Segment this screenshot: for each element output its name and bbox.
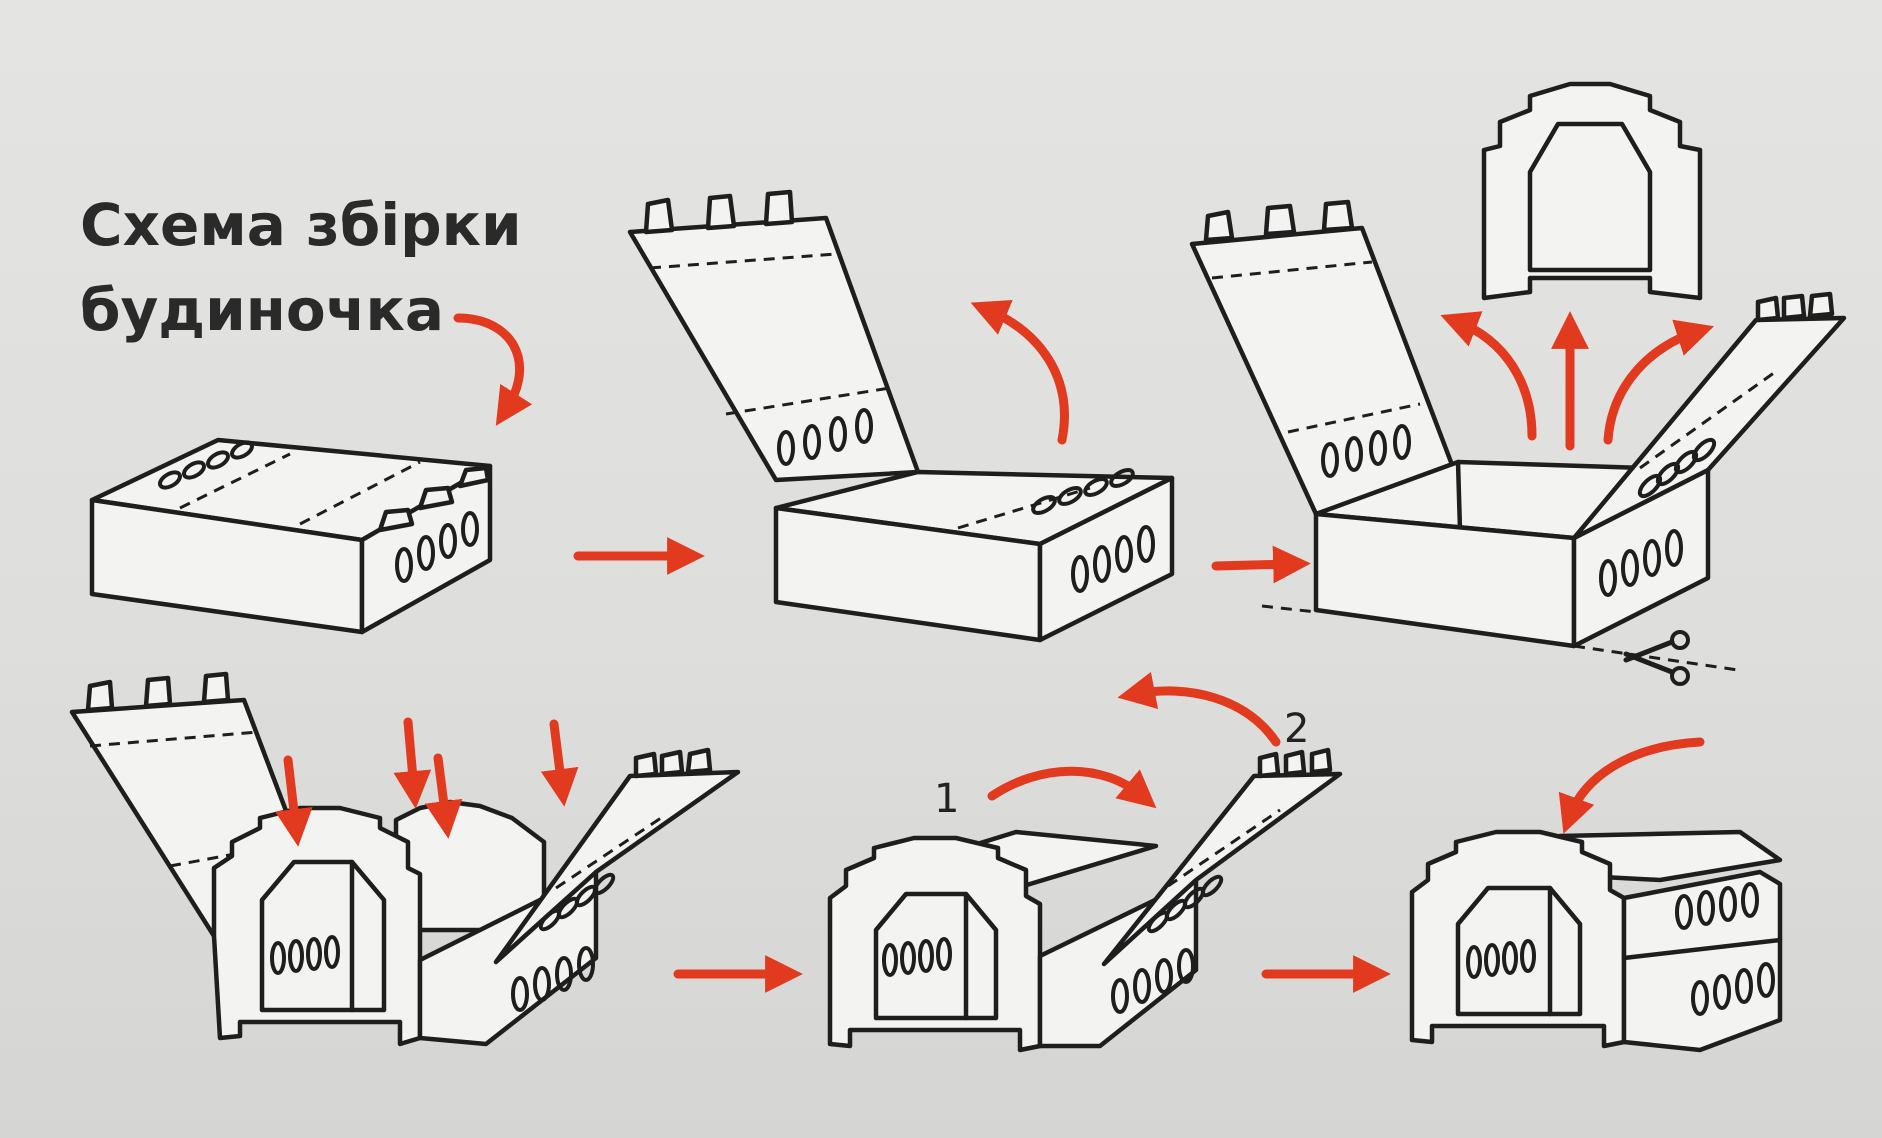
vent-holes-side-3 — [1599, 529, 1683, 597]
vent-holes-step6-inner — [1466, 939, 1536, 979]
diagram-title-line2: будиночка — [80, 276, 444, 344]
vent-holes-step4-inner — [270, 935, 340, 975]
vent-holes-lid — [777, 408, 873, 466]
step1-flat-box — [89, 437, 493, 635]
arrow-icon — [275, 299, 1715, 993]
vent-holes-step6-lower — [1691, 962, 1775, 1016]
vent-holes-step4-side — [511, 946, 595, 1012]
vent-holes-step6-upper — [1675, 882, 1759, 930]
vent-holes-step5-flap — [1146, 874, 1224, 934]
vent-holes-side-2 — [1071, 525, 1155, 593]
step-number-2: 2 — [1284, 706, 1309, 752]
arrow-insert-1 — [275, 755, 313, 847]
arrow-title-to-step1 — [453, 313, 533, 426]
vent-holes-step5-inner — [882, 937, 952, 977]
arrow-fold-1 — [987, 766, 1157, 809]
scissors-icon — [1623, 630, 1690, 686]
vent-holes-side — [395, 511, 479, 583]
vent-holes-top-2 — [1031, 468, 1135, 515]
arrow-remove-left — [1440, 311, 1537, 441]
arrow-step2-to-step3 — [1211, 545, 1311, 584]
arrow-insert-3 — [424, 753, 463, 839]
step3-open-box — [1189, 81, 1847, 686]
vent-holes-right-flap — [1637, 437, 1717, 499]
arrow-step3-to-step6 — [1558, 737, 1705, 834]
vent-holes-top — [158, 440, 254, 490]
arrow-insert-4 — [540, 719, 579, 807]
step5-fold-flaps: 1 2 — [827, 706, 1343, 1053]
diagram-title-line1: Схема збірки — [80, 191, 522, 259]
step-number-1: 1 — [934, 776, 959, 822]
step6-finished-house — [1409, 829, 1783, 1053]
arrow-remove-right — [1603, 319, 1715, 445]
vent-holes-step4-flap — [538, 872, 616, 932]
arrow-insert-2 — [393, 717, 432, 809]
arrow-fold-2 — [1117, 671, 1281, 747]
vent-holes-left-flap — [1321, 424, 1411, 478]
vent-holes-step5-side — [1111, 948, 1195, 1014]
step4-insert-arches — [69, 671, 741, 1047]
step2-open-lid — [627, 189, 1175, 643]
arrow-open-lid — [970, 299, 1069, 445]
